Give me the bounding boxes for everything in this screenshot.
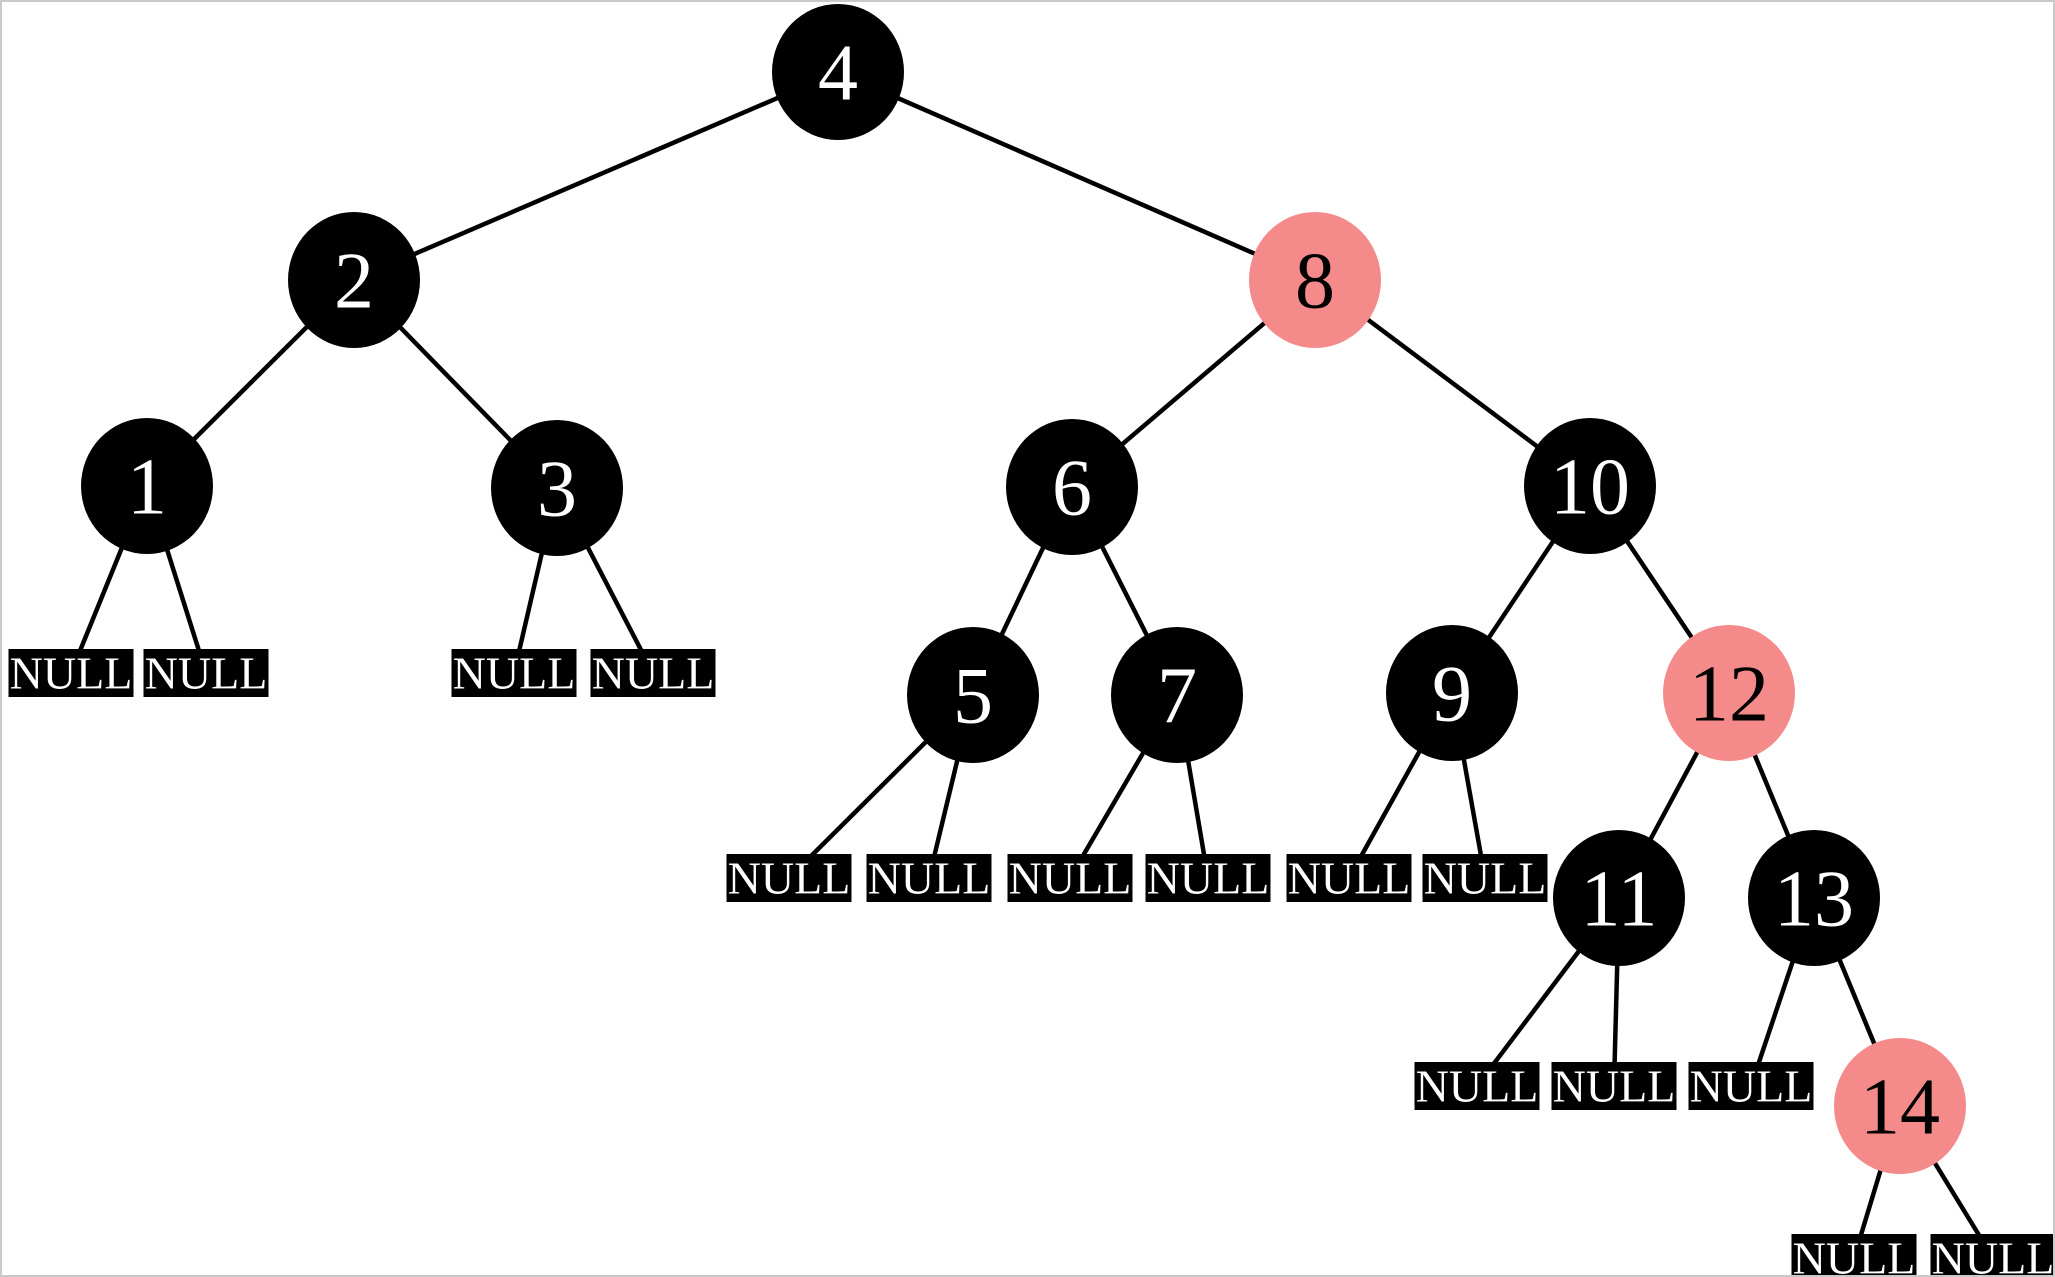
tree-node-10 (1524, 418, 1656, 554)
tree-node-12 (1663, 625, 1795, 761)
tree-node-14 (1834, 1038, 1966, 1174)
null-leaf-box-nullB5 (1286, 854, 1412, 902)
null-leaf-label-nullB2: NULL (868, 853, 991, 904)
tree-node-3 (491, 420, 623, 556)
tree-node-11 (1553, 830, 1685, 966)
tree-node-8 (1249, 212, 1381, 348)
tree-node-4 (772, 4, 904, 140)
tree-node-label-4: 4 (818, 30, 858, 118)
tree-node-label-8: 8 (1295, 238, 1335, 326)
null-leaf-box-nullB6 (1422, 854, 1548, 902)
null-leaf-box-nullD2 (1930, 1234, 2053, 1275)
null-leaf-label-nullB1: NULL (728, 853, 851, 904)
null-leaf-box-nullB1 (726, 854, 852, 902)
null-leaf-label-nullB5: NULL (1288, 853, 1411, 904)
null-leaf-label-nullA4: NULL (592, 648, 715, 699)
tree-node-5 (907, 627, 1039, 763)
null-leaf-label-nullC3: NULL (1690, 1061, 1813, 1112)
tree-node-label-5: 5 (953, 653, 993, 741)
tree-node-label-9: 9 (1432, 651, 1472, 739)
null-leaf-box-nullA3 (451, 649, 577, 697)
null-leaf-box-nullB4 (1145, 854, 1271, 902)
null-leaf-label-nullC1: NULL (1416, 1061, 1539, 1112)
tree-node-13 (1748, 830, 1880, 966)
tree-node-label-12: 12 (1689, 651, 1769, 739)
tree-node-label-11: 11 (1580, 856, 1657, 944)
tree-node-label-7: 7 (1157, 653, 1197, 741)
null-leaf-box-nullC2 (1551, 1062, 1677, 1110)
null-leaf-label-nullD1: NULL (1793, 1233, 1916, 1277)
null-leaf-box-nullB2 (866, 854, 992, 902)
null-leaf-box-nullC1 (1414, 1062, 1540, 1110)
tree-node-2 (288, 212, 420, 348)
tree-edge-n4-n2 (353, 69, 839, 283)
null-leaf-label-nullA2: NULL (145, 648, 268, 699)
tree-node-label-13: 13 (1774, 856, 1854, 944)
tree-node-label-2: 2 (334, 238, 374, 326)
tree-node-9 (1386, 625, 1518, 761)
null-leaf-box-nullA4 (590, 649, 716, 697)
null-leaf-box-nullD1 (1791, 1234, 1917, 1275)
null-leaf-label-nullB3: NULL (1009, 853, 1132, 904)
tree-node-1 (81, 418, 213, 554)
null-leaf-label-nullC2: NULL (1553, 1061, 1676, 1112)
tree-node-label-6: 6 (1052, 445, 1092, 533)
tree-node-6 (1006, 419, 1138, 555)
tree-node-7 (1111, 627, 1243, 763)
null-leaf-label-nullB4: NULL (1147, 853, 1270, 904)
null-leaf-label-nullB6: NULL (1424, 853, 1547, 904)
null-leaf-box-nullA1 (8, 649, 134, 697)
tree-node-label-14: 14 (1860, 1064, 1940, 1152)
null-leaf-label-nullA3: NULL (453, 648, 576, 699)
null-leaf-box-nullC3 (1688, 1062, 1814, 1110)
null-leaf-box-nullB3 (1007, 854, 1133, 902)
null-leaf-label-nullD2: NULL (1932, 1233, 2055, 1277)
tree-node-label-3: 3 (537, 446, 577, 534)
tree-node-label-10: 10 (1550, 444, 1630, 532)
null-leaf-box-nullA2 (143, 649, 269, 697)
tree-edge-n4-n8 (837, 69, 1316, 283)
tree-node-label-1: 1 (127, 444, 167, 532)
null-leaf-label-nullA1: NULL (10, 648, 133, 699)
